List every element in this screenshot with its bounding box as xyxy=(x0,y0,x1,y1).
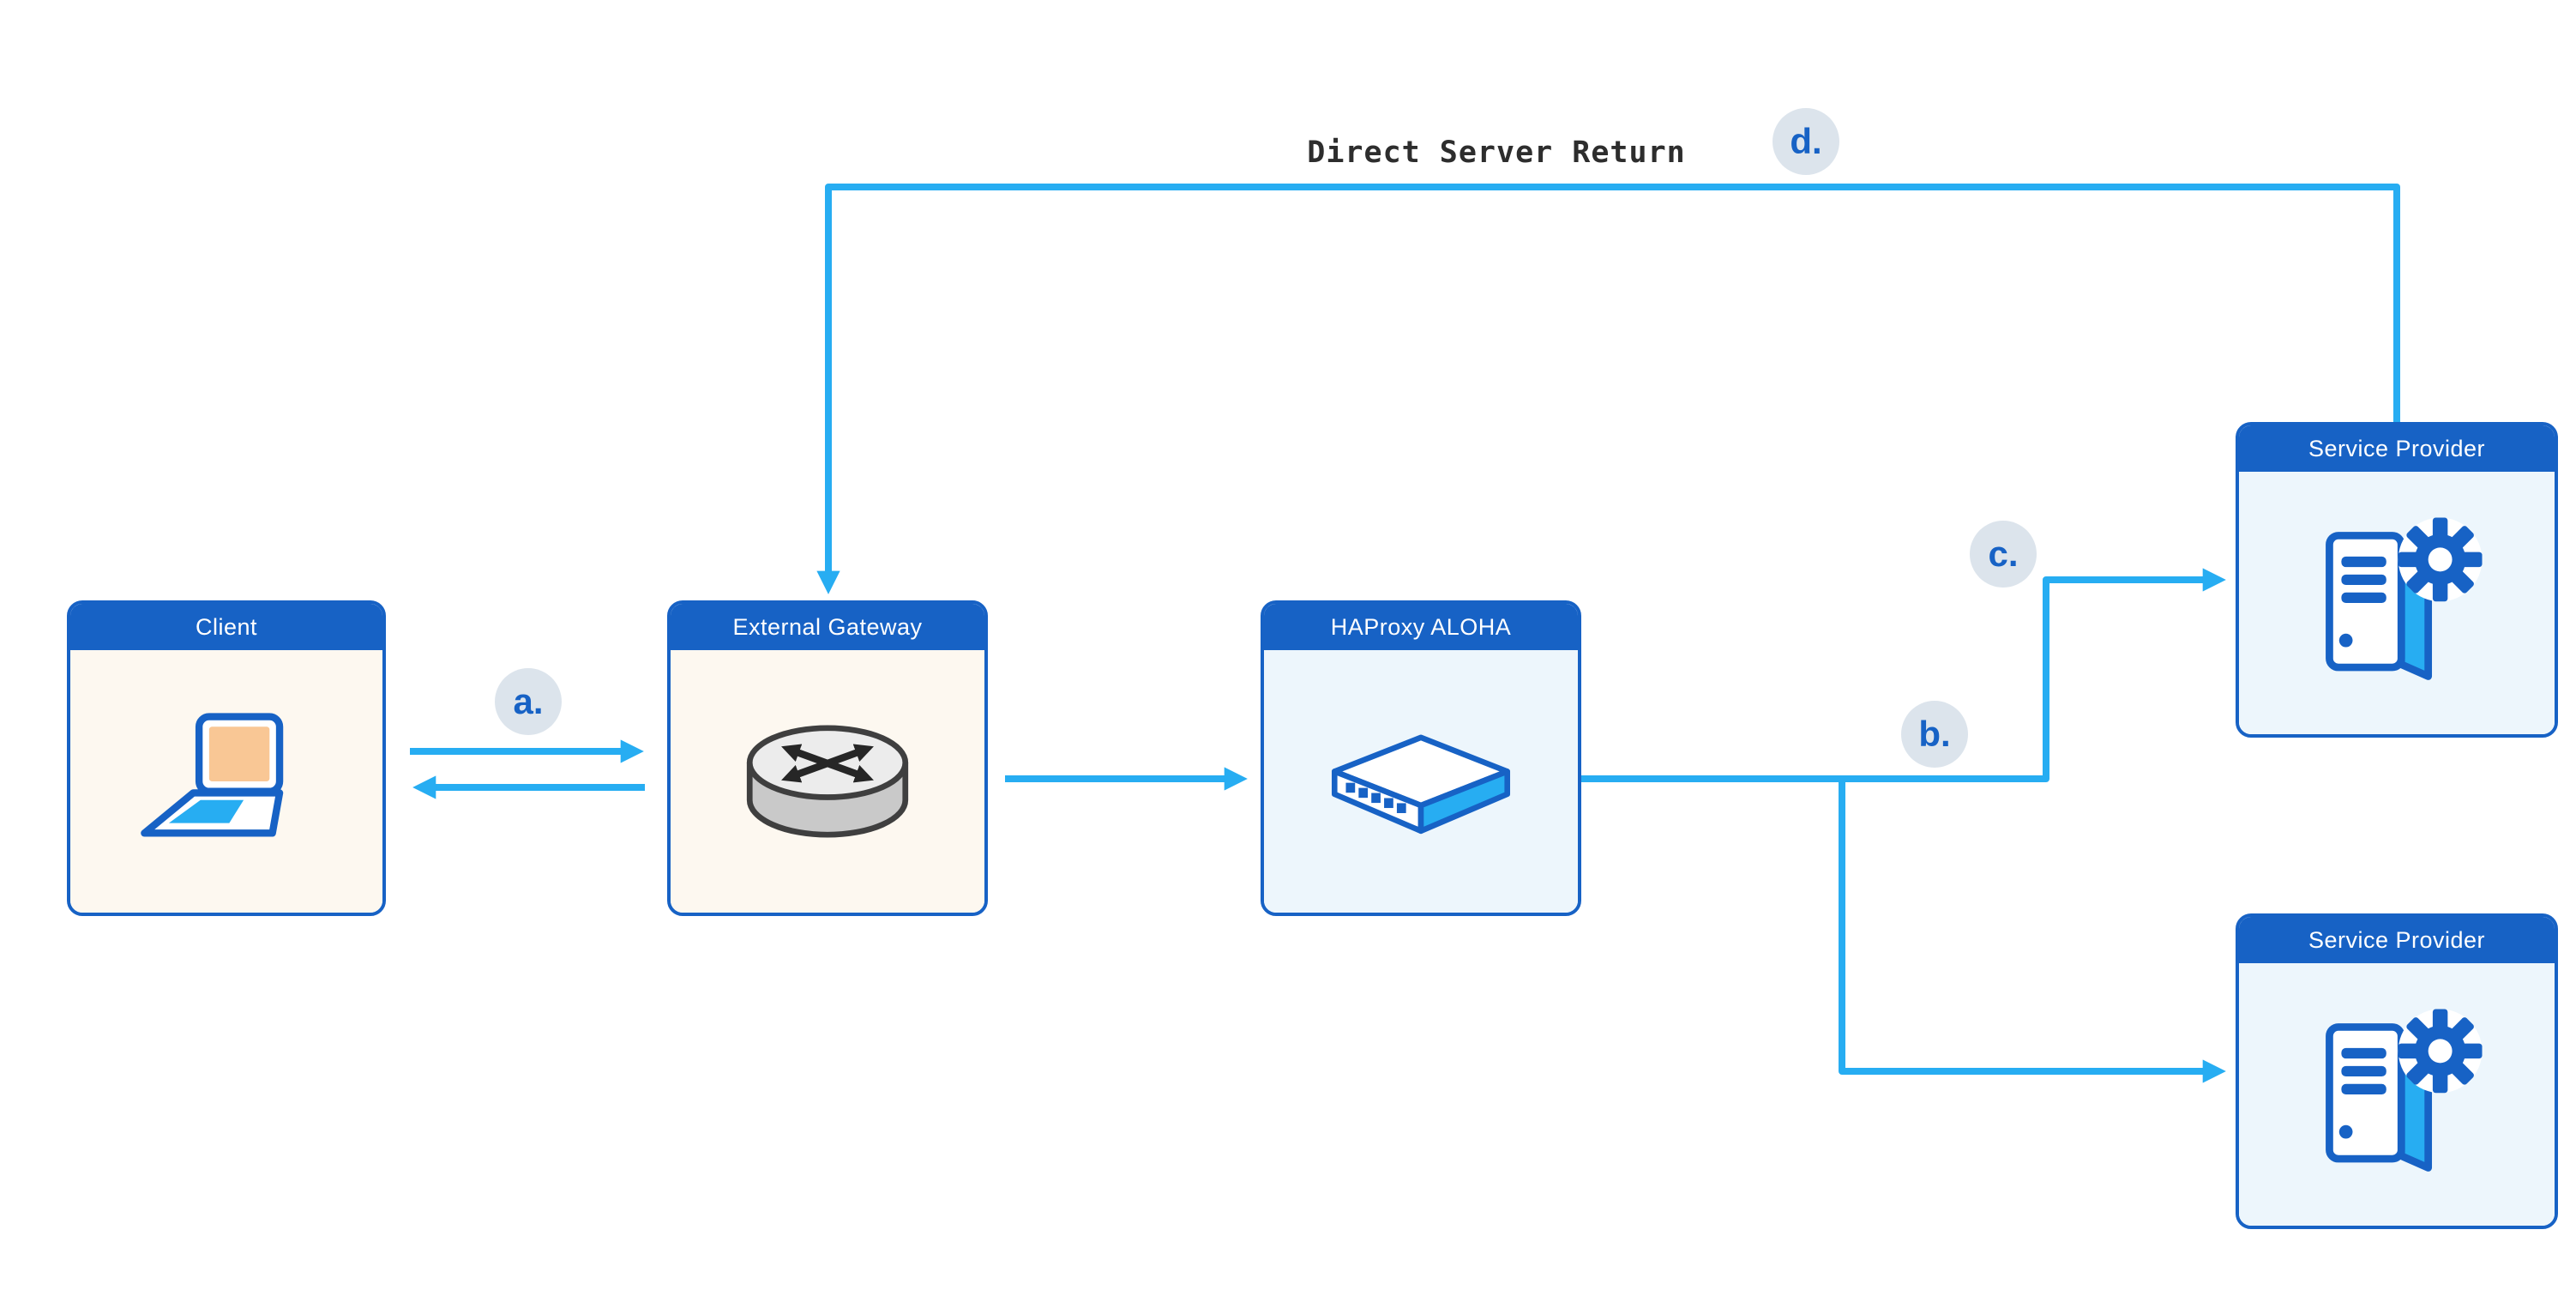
laptop-icon xyxy=(141,713,284,837)
node-client-body xyxy=(70,650,382,913)
node-service-provider-bottom-label: Service Provider xyxy=(2308,926,2486,953)
server-icon xyxy=(2326,1009,2483,1172)
diagram-title: Direct Server Return xyxy=(1307,136,1686,170)
node-client: Client xyxy=(67,600,386,916)
badge-a-label: a. xyxy=(513,681,544,721)
node-external-gateway-body xyxy=(671,650,984,913)
server-icon xyxy=(2326,517,2483,680)
node-external-gateway-header: External Gateway xyxy=(671,604,984,650)
badge-c-label: c. xyxy=(1988,533,2019,574)
node-client-label: Client xyxy=(195,613,258,640)
gear-icon xyxy=(2398,517,2483,602)
node-external-gateway-label: External Gateway xyxy=(732,613,923,640)
router-icon xyxy=(746,725,909,838)
node-service-provider-bottom: Service Provider xyxy=(2236,913,2558,1229)
arrow-haproxy-to-sp-top xyxy=(1581,568,2226,782)
badge-b: b. xyxy=(1901,701,1968,768)
node-haproxy-aloha-label: HAProxy ALOHA xyxy=(1330,613,1512,640)
node-haproxy-aloha-body xyxy=(1264,650,1578,913)
badge-c: c. xyxy=(1970,521,2037,588)
node-service-provider-top-body xyxy=(2239,472,2555,734)
node-service-provider-bottom-header: Service Provider xyxy=(2239,917,2555,963)
node-haproxy-aloha-header: HAProxy ALOHA xyxy=(1264,604,1578,650)
node-external-gateway: External Gateway xyxy=(667,600,988,916)
badge-d: d. xyxy=(1773,108,1839,175)
node-service-provider-top-label: Service Provider xyxy=(2308,435,2486,461)
arrow-direct-server-return xyxy=(816,184,2400,594)
load-balancer-icon xyxy=(1331,734,1511,835)
gear-icon xyxy=(2398,1009,2483,1094)
badge-b-label: b. xyxy=(1918,714,1951,754)
node-haproxy-aloha: HAProxy ALOHA xyxy=(1261,600,1581,916)
node-service-provider-top: Service Provider xyxy=(2236,422,2558,738)
arrow-haproxy-to-sp-bottom xyxy=(1839,779,2226,1083)
node-service-provider-bottom-body xyxy=(2239,963,2555,1226)
node-service-provider-top-header: Service Provider xyxy=(2239,425,2555,472)
node-client-header: Client xyxy=(70,604,382,650)
badge-d-label: d. xyxy=(1790,121,1822,161)
badge-a: a. xyxy=(495,668,562,735)
